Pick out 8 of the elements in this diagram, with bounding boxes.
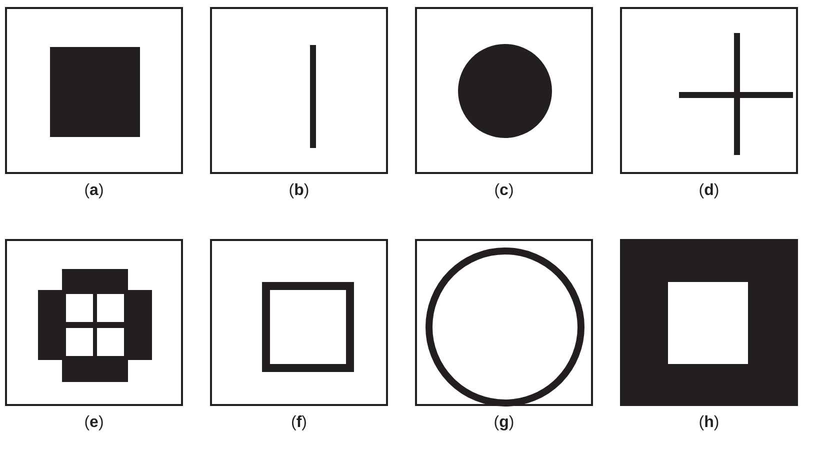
panel-label: (g) [492,414,516,432]
panel-label: (a) [83,182,105,200]
panel-label: (b) [288,182,310,200]
panel-label: (h) [698,414,720,432]
panel-label: (e) [83,414,105,432]
panel-label: (c) [493,182,515,200]
panel-label: (d) [698,182,720,200]
panel-label: (f) [290,414,308,432]
